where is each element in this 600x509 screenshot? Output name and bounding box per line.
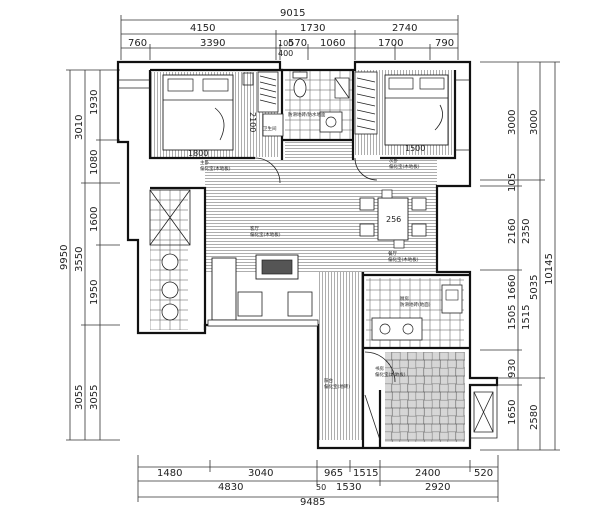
dim-right-outer-2: 5035 <box>529 275 540 300</box>
label-study-floor: 偏化宝(木地板) <box>375 371 406 378</box>
dim-right-inner-3: 2160 <box>507 219 518 244</box>
label-bath: 卫生间 <box>263 125 277 132</box>
dim-left-overall: 9950 <box>59 245 70 270</box>
dim-left-inner-1: 1930 <box>89 90 100 115</box>
top-dimensions: 9015 4150 1730 2740 760 3390 100 570 106… <box>120 8 459 60</box>
door-arcs <box>254 157 396 441</box>
master-bed-icon <box>162 74 234 151</box>
right-dimensions: 10145 3000 5035 2580 3000 105 2160 2350 … <box>480 61 560 451</box>
dim-left-inner-5: 3055 <box>89 385 100 410</box>
label-bedroom2: 次卧 <box>389 157 398 164</box>
side-tables-icon <box>161 253 179 321</box>
label-bedroom1: 主卧 <box>200 159 209 166</box>
label-living-floor: 偏化宝(木地板) <box>250 231 281 238</box>
dim-left-inner-2: 1080 <box>89 150 100 175</box>
dim-top-1: 4150 <box>190 23 215 34</box>
label-bath-floor: 防滑地砖/防水地面 <box>288 111 326 118</box>
dim-right-outer-3: 2580 <box>529 405 540 430</box>
dim-right-inner-2: 105 <box>507 173 518 192</box>
dim-right-inner-7: 1515 <box>521 305 532 330</box>
room-labels: 主卧 偏化宝(木地板) 次卧 偏化宝(木地板) 卫生间 防滑地砖/防水地面 客厅… <box>200 111 431 390</box>
dim-top-row3-5: 1060 <box>320 38 345 49</box>
dim-top-overall: 9015 <box>280 8 305 19</box>
label-living: 客厅 <box>250 225 259 232</box>
label-balcony-floor: 偏化宝(地砖) <box>324 383 350 390</box>
dim-top-3: 2740 <box>392 23 417 34</box>
dim-bottom-6: 520 <box>474 468 493 479</box>
dim-right-inner-9: 1650 <box>507 400 518 425</box>
dim-top-row3-2: 3390 <box>200 38 225 49</box>
table-size-label: 256 <box>386 215 401 224</box>
left-dimensions: 9950 3010 3550 3055 1930 1080 1600 1950 … <box>59 69 120 441</box>
dim-left-outer-3: 3055 <box>74 385 85 410</box>
kitchen-sink-icon <box>441 284 463 314</box>
cabinet-icon <box>262 113 284 137</box>
dim-right-inner-5: 1660 <box>507 275 518 300</box>
toilet-icon <box>292 71 308 98</box>
dim-right-inner-6: 1505 <box>507 305 518 330</box>
dim-top-row3-extra: 400 <box>278 49 293 58</box>
dim-top-row3-1: 760 <box>128 38 147 49</box>
dim-bottom-3: 965 <box>324 468 343 479</box>
second-bed-icon <box>384 74 449 146</box>
label-bedroom2-floor: 偏化宝(木地板) <box>389 163 420 170</box>
label-dining: 餐厅 <box>388 250 397 257</box>
dim-left-outer-1: 3010 <box>74 115 85 140</box>
dim-bottom-overall: 9485 <box>300 497 325 508</box>
dim-top-row3-4: 570 <box>288 38 307 49</box>
dim-bottom-1: 1480 <box>157 468 182 479</box>
dim-top-2: 1730 <box>300 23 325 34</box>
dim-bottom-row2-4: 2920 <box>425 482 450 493</box>
wardrobe-icon <box>242 71 279 113</box>
dim-bottom-row2-3: 1530 <box>336 482 361 493</box>
dim-bottom-row2-1: 4830 <box>218 482 243 493</box>
sink-icon <box>319 111 343 133</box>
bed2-width-label: 1500 <box>405 144 425 153</box>
shower-icon <box>334 77 350 99</box>
dim-top-row3-3: 100 <box>278 39 293 48</box>
bed1-length-label: 2100 <box>248 112 257 132</box>
label-dining-floor: 偏化宝(木地板) <box>388 256 419 263</box>
dim-left-inner-3: 1600 <box>89 207 100 232</box>
dim-left-inner-4: 1950 <box>89 280 100 305</box>
dim-right-inner-8: 930 <box>507 359 518 378</box>
dining-table-icon <box>359 189 427 249</box>
bottom-dimensions: 1480 3040 965 1515 2400 520 4830 50 1530… <box>137 455 499 508</box>
dim-right-inner-1: 3000 <box>507 110 518 135</box>
dim-right-inner-4: 2350 <box>521 219 532 244</box>
bed1-width-label: 1800 <box>188 149 208 158</box>
label-kitchen-floor: 防滑地砖(地面) <box>400 301 431 308</box>
label-balcony: 阳台 <box>324 377 333 384</box>
dim-bottom-4: 1515 <box>353 468 378 479</box>
label-kitchen: 厨房 <box>400 295 409 302</box>
furniture <box>161 71 463 441</box>
walls <box>116 60 499 450</box>
dim-bottom-5: 2400 <box>415 468 440 479</box>
dim-top-row3-7: 790 <box>435 38 454 49</box>
label-bedroom1-floor: 偏化宝(木地板) <box>200 165 231 172</box>
dim-right-outer-1: 3000 <box>529 110 540 135</box>
label-study: 书房 <box>375 365 384 372</box>
dim-right-overall: 10145 <box>544 253 555 285</box>
furniture-dims: 1800 2100 1500 256 <box>188 112 425 224</box>
dim-bottom-row2-2: 50 <box>316 483 326 492</box>
wardrobe2-icon <box>354 71 378 135</box>
stove-icon <box>371 317 423 341</box>
dim-bottom-2: 3040 <box>248 468 273 479</box>
dim-top-row3-6: 1700 <box>378 38 403 49</box>
sofa-icon <box>207 254 319 327</box>
dim-left-outer-2: 3550 <box>74 247 85 272</box>
